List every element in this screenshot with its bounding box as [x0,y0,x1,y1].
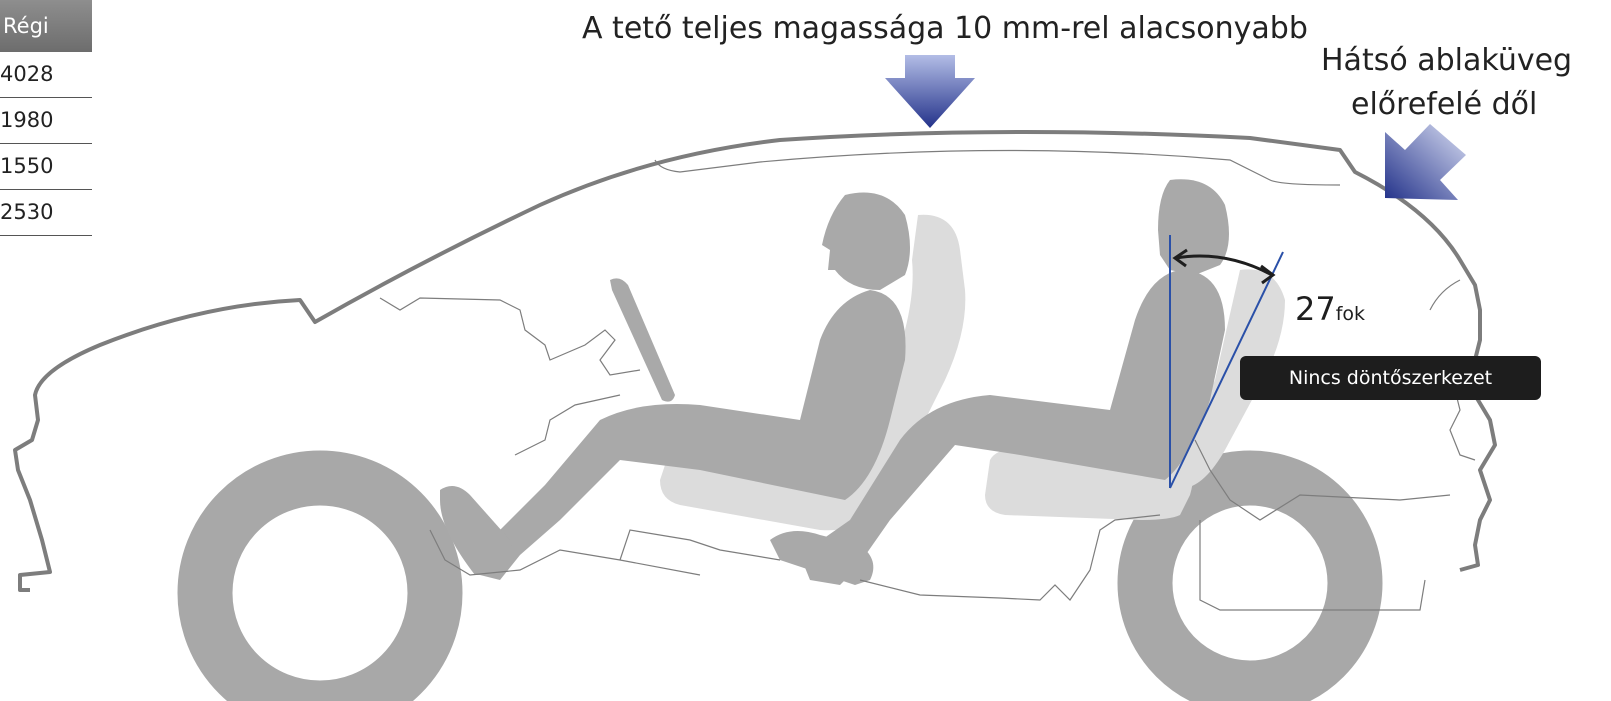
angle-arc-icon [1175,254,1273,277]
rear-glass-label-line2: előrefelé dől [1351,87,1538,122]
spec-row-width: 1980 [0,98,92,144]
roof-lower-arrow-icon [885,55,975,128]
seat-angle-unit: fok [1335,303,1366,325]
spec-row-height: 1550 [0,144,92,190]
spec-table: Régi 4028 1980 1550 2530 [0,0,92,236]
spec-row-length: 4028 [0,52,92,98]
spec-table-header: Régi [0,0,92,52]
front-wheel [177,450,463,701]
no-recline-badge: Nincs döntőszerkezet [1240,356,1541,400]
roof-height-label: A tető teljes magassága 10 mm-rel alacso… [582,11,1308,46]
car-body-outline [13,129,1497,592]
rear-wheel [1117,450,1383,701]
seatback-angle-line [1169,251,1284,489]
rear-glass-label-line1: Hátsó ablaküveg [1321,43,1573,78]
rear-glass-arrow-icon [1385,124,1466,200]
passenger-silhouette [770,179,1229,585]
interior-lines [379,149,1476,611]
seat-angle-value: 27 [1295,290,1336,328]
driver-silhouette [440,192,910,580]
spec-row-wheelbase: 2530 [0,190,92,236]
seat-angle-label: 27fok [1295,290,1365,328]
